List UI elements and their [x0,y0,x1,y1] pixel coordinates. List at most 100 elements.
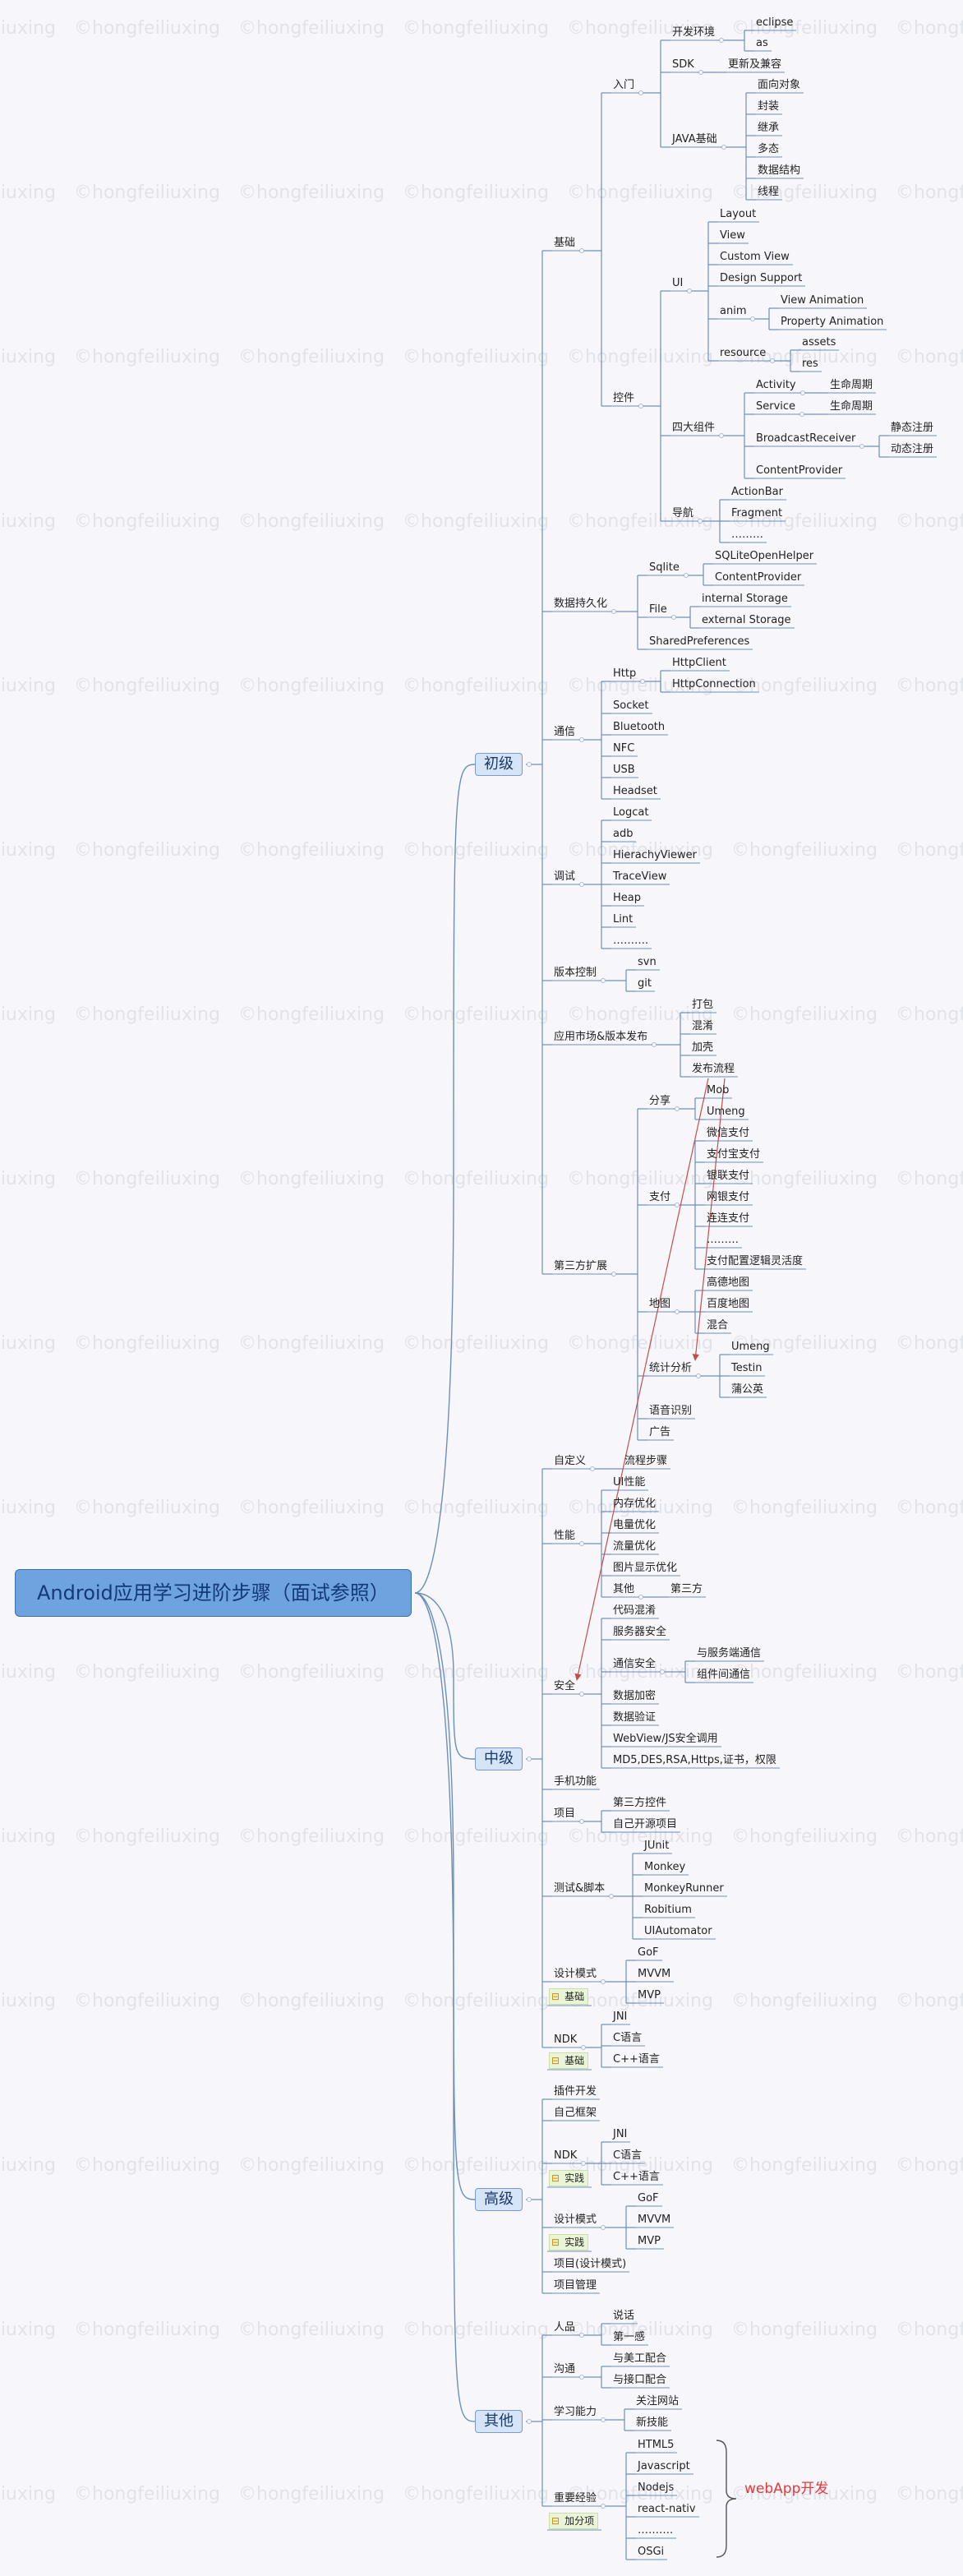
node-basic-testin[interactable]: Testin [731,1362,763,1374]
node-mid-project[interactable]: 项目 [554,1807,576,1820]
node-basic-sdk[interactable]: SDK [672,58,694,71]
node-sections-basic[interactable]: 初级 [475,753,523,776]
node-mid-tag-basic1[interactable]: 基础 [549,1988,589,2005]
node-basic-lifecycle1[interactable]: 生命周期 [830,379,873,391]
collapse-handle-icon[interactable] [671,615,676,620]
node-basic-pay-dots[interactable]: ……… [707,1234,739,1246]
node-basic-vcs[interactable]: 版本控制 [554,967,597,979]
node-basic-httpclient[interactable]: HttpClient [672,657,726,669]
node-basic-usb[interactable]: USB [613,764,635,776]
node-other-follow[interactable]: 关注网站 [636,2395,680,2407]
node-other-rn[interactable]: react-nativ [638,2503,696,2515]
node-mid-ui-perf[interactable]: UI性能 [613,1476,646,1489]
node-other-newtech[interactable]: 新技能 [636,2417,669,2429]
node-mid-traffic[interactable]: 流量优化 [613,1540,657,1553]
node-basic-prop-anim[interactable]: Property Animation [781,316,884,328]
node-basic-dynamic-reg[interactable]: 动态注册 [891,443,934,455]
node-mid-comp-comm[interactable]: 组件间通信 [697,1669,751,1681]
node-mid-own-proj[interactable]: 自己开源项目 [613,1818,678,1830]
node-basic-netpay[interactable]: 网银支付 [707,1191,750,1203]
node-basic-share[interactable]: 分享 [649,1095,671,1107]
node-basic-headset[interactable]: Headset [613,785,657,797]
node-other-learn[interactable]: 学习能力 [554,2406,597,2418]
node-mid-others[interactable]: 其他 [613,1583,635,1595]
node-basic-ads[interactable]: 广告 [649,1426,671,1438]
node-mid-ndk[interactable]: NDK [554,2034,578,2046]
node-basic-static-reg[interactable]: 静态注册 [891,422,934,434]
collapse-handle-icon[interactable] [859,444,864,449]
node-basic-resource[interactable]: resource [720,347,767,359]
node-basic-pack[interactable]: 打包 [692,999,714,1011]
node-adv-ndk[interactable]: NDK [554,2149,578,2162]
node-basic-intro[interactable]: 入门 [613,79,635,91]
node-basic-comm[interactable]: 通信 [554,726,576,738]
node-mid-c[interactable]: C语言 [613,2032,643,2044]
node-basic-view-anim[interactable]: View Animation [781,294,864,307]
collapse-handle-icon[interactable] [527,1757,532,1761]
node-basic-four[interactable]: 四大组件 [672,422,716,434]
node-mid-webview[interactable]: WebView/JS安全调用 [613,1733,718,1745]
node-basic-debug[interactable]: 调试 [554,870,576,883]
node-basic-as[interactable]: as [756,37,768,49]
node-mid-perf[interactable]: 性能 [554,1530,576,1542]
node-basic-nfc[interactable]: NFC [613,742,635,755]
node-basic-heap[interactable]: Heap [613,892,641,904]
node-basic-alipay[interactable]: 支付宝支付 [707,1148,761,1161]
node-basic-umeng2[interactable]: Umeng [731,1341,770,1353]
collapse-handle-icon[interactable] [579,248,584,253]
node-basic-git[interactable]: git [638,977,652,990]
node-basic-stats[interactable]: 统计分析 [649,1362,693,1374]
collapse-handle-icon[interactable] [609,1894,614,1899]
node-other-commu[interactable]: 沟通 [554,2363,576,2375]
node-sections-adv[interactable]: 高级 [475,2188,523,2211]
node-mid-svc-sec[interactable]: 服务器安全 [613,1626,667,1638]
node-other-key[interactable]: 重要经验 [554,2492,597,2504]
node-basic-traceview[interactable]: TraceView [613,870,667,883]
node-basic-foundation[interactable]: 基础 [554,237,576,249]
node-mid-uiauto[interactable]: UIAutomator [644,1925,712,1937]
node-mid-jni[interactable]: JNI [613,2010,628,2023]
node-basic-provider[interactable]: ContentProvider [756,464,843,477]
node-root[interactable]: Android应用学习进阶步骤（面试参照） [15,1569,412,1617]
node-basic-httpconn[interactable]: HttpConnection [672,678,756,690]
node-basic-market[interactable]: 应用市场&版本发布 [554,1031,648,1043]
node-basic-sqlite[interactable]: Sqlite [649,561,680,574]
node-basic-third[interactable]: 第三方扩展 [554,1260,608,1272]
node-basic-encap[interactable]: 封装 [758,100,780,113]
collapse-handle-icon[interactable] [652,1042,657,1047]
node-mid-robotium[interactable]: Robitium [644,1904,692,1916]
node-basic-res[interactable]: res [802,358,818,370]
node-basic-actionbar[interactable]: ActionBar [731,486,783,498]
node-basic-inherit[interactable]: 继承 [758,122,780,134]
node-basic-mob[interactable]: Mob [707,1084,730,1096]
node-adv-tag-prac2[interactable]: 实践 [549,2234,589,2251]
node-basic-wechat-pay[interactable]: 微信支付 [707,1127,750,1139]
node-basic-fragment[interactable]: Fragment [731,507,783,519]
node-basic-amap[interactable]: 高德地图 [707,1276,750,1289]
collapse-handle-icon[interactable] [719,433,724,438]
node-basic-http[interactable]: Http [613,667,637,680]
node-basic-umeng1[interactable]: Umeng [707,1106,745,1118]
node-basic-unionpay[interactable]: 银联支付 [707,1170,750,1182]
collapse-handle-icon[interactable] [579,2333,584,2338]
node-mid-mvp[interactable]: MVP [638,1989,661,2001]
node-mid-verify[interactable]: 数据验证 [613,1711,657,1724]
node-basic-pay[interactable]: 支付 [649,1191,671,1203]
collapse-handle-icon[interactable] [696,1373,701,1378]
collapse-handle-icon[interactable] [581,2161,586,2166]
node-basic-ui[interactable]: UI [672,277,684,289]
collapse-handle-icon[interactable] [721,145,726,150]
node-adv-mvp[interactable]: MVP [638,2235,661,2247]
node-adv-c[interactable]: C语言 [613,2149,643,2162]
node-basic-view[interactable]: View [720,229,745,242]
node-basic-assets[interactable]: assets [802,336,836,349]
node-basic-thread[interactable]: 线程 [758,186,780,198]
node-adv-gof[interactable]: GoF [638,2192,659,2204]
node-other-char[interactable]: 人品 [554,2321,576,2334]
node-basic-hierachy[interactable]: HierachyViewer [613,849,697,861]
node-sections-mid[interactable]: 中级 [475,1747,523,1770]
node-other-with-api[interactable]: 与接口配合 [613,2374,667,2386]
node-basic-baidu[interactable]: 百度地图 [707,1298,750,1310]
node-basic-sharedpref[interactable]: SharedPreferences [649,635,750,648]
collapse-handle-icon[interactable] [579,1692,584,1697]
